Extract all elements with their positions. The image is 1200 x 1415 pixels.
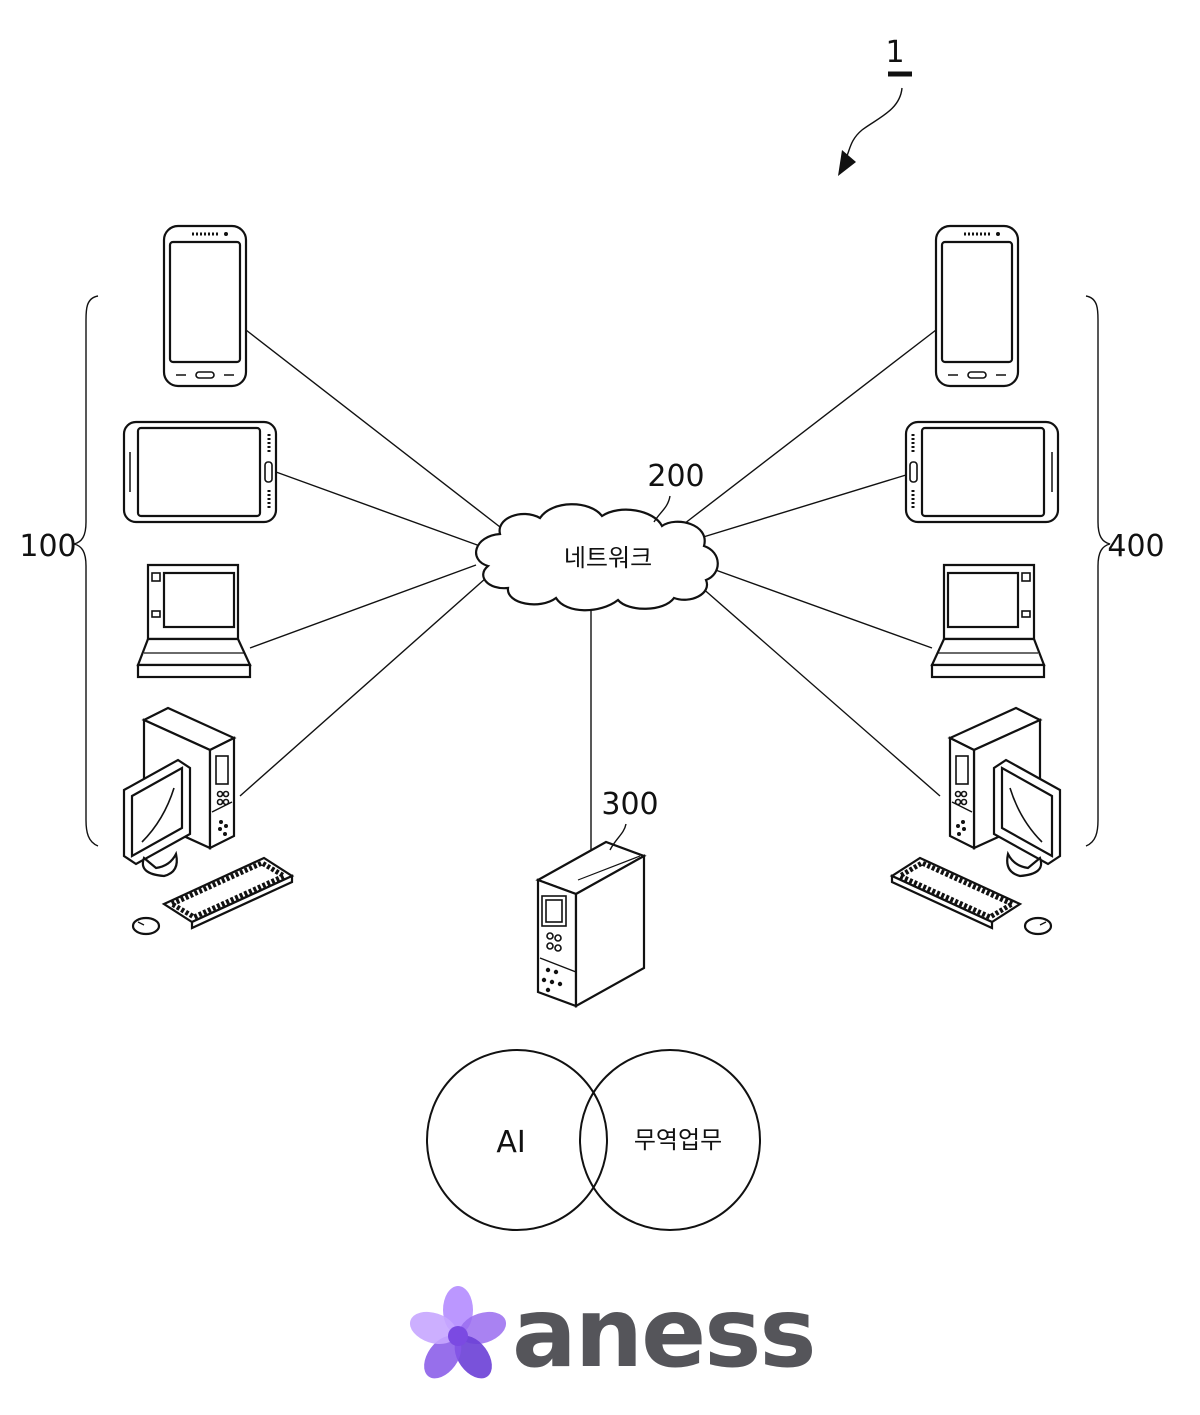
aness-logo: aness <box>406 1277 815 1389</box>
brand-name: aness <box>512 1277 815 1389</box>
link-left-phone <box>246 330 500 527</box>
link-left-laptop <box>250 565 476 648</box>
link-right-laptop <box>710 568 932 648</box>
left-phone[interactable] <box>164 226 246 386</box>
venn-ai-label: AI <box>496 1125 525 1160</box>
right-group-label: 400 <box>1107 529 1164 564</box>
network-cloud: 네트워크 200 <box>476 459 718 610</box>
right-phone[interactable] <box>936 226 1018 386</box>
left-tablet[interactable] <box>124 422 276 522</box>
system-ref-leader <box>846 88 902 158</box>
link-right-desktop <box>700 586 940 796</box>
right-laptop[interactable] <box>932 565 1044 677</box>
venn-trade-label: 무역업무 <box>634 1126 722 1154</box>
network-ref-leader <box>654 496 670 522</box>
left-group-label: 100 <box>19 529 76 564</box>
server[interactable] <box>538 842 644 1006</box>
right-tablet[interactable] <box>906 422 1058 522</box>
network-ref-label: 200 <box>647 459 704 494</box>
left-laptop[interactable] <box>138 565 250 677</box>
network-label: 네트워크 <box>564 544 652 572</box>
link-left-desktop <box>240 578 486 796</box>
right-desktop[interactable] <box>892 708 1060 934</box>
link-right-phone <box>680 330 936 527</box>
venn-diagram: AI 무역업무 <box>427 1050 760 1230</box>
server-ref-label: 300 <box>601 787 658 822</box>
system-ref-label: 1 <box>885 35 904 70</box>
system-reference: 1 <box>838 35 912 176</box>
left-desktop[interactable] <box>124 708 292 934</box>
left-device-group: 100 <box>19 226 292 934</box>
right-group-brace <box>1086 296 1110 846</box>
left-group-brace <box>74 296 98 846</box>
link-right-tablet <box>700 475 906 538</box>
flower-icon <box>406 1286 510 1385</box>
link-left-tablet <box>276 472 480 546</box>
